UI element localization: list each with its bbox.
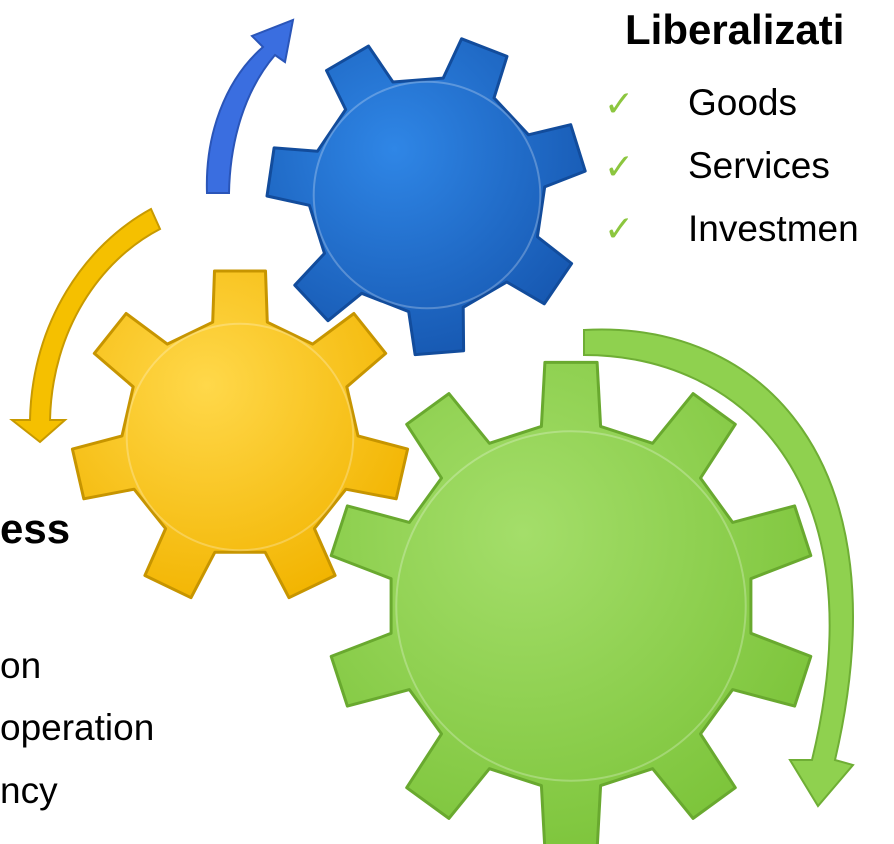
left-panel-item: on <box>0 645 42 686</box>
gear-inner-rim <box>395 430 747 782</box>
liberalization-item-investment: Investmen <box>688 208 859 249</box>
left-panel-item: operation <box>0 707 155 748</box>
yellow-gear-icon <box>70 269 410 600</box>
gear-body <box>329 360 813 844</box>
gear-inner-rim <box>312 80 542 310</box>
left-panel-heading: ess <box>0 505 71 552</box>
checkmark-icon: ✓ <box>604 208 635 249</box>
blue-gear-icon <box>265 37 587 357</box>
liberalization-item-services: Services <box>688 145 830 186</box>
liberalization-heading: Liberalizati <box>625 6 845 53</box>
yellow-curved-arrow-icon <box>9 207 162 444</box>
green-gear-icon <box>329 360 813 844</box>
gear-body <box>70 269 410 600</box>
liberalization-item-goods: Goods <box>688 82 798 123</box>
checkmark-icon: ✓ <box>604 83 635 124</box>
checkmark-icon: ✓ <box>604 146 635 187</box>
gear-inner-rim <box>125 322 355 552</box>
green-curved-arrow-icon <box>583 328 855 808</box>
left-panel-item: ncy <box>0 770 58 811</box>
blue-curved-arrow-icon <box>205 18 295 194</box>
gear-body <box>265 37 587 357</box>
